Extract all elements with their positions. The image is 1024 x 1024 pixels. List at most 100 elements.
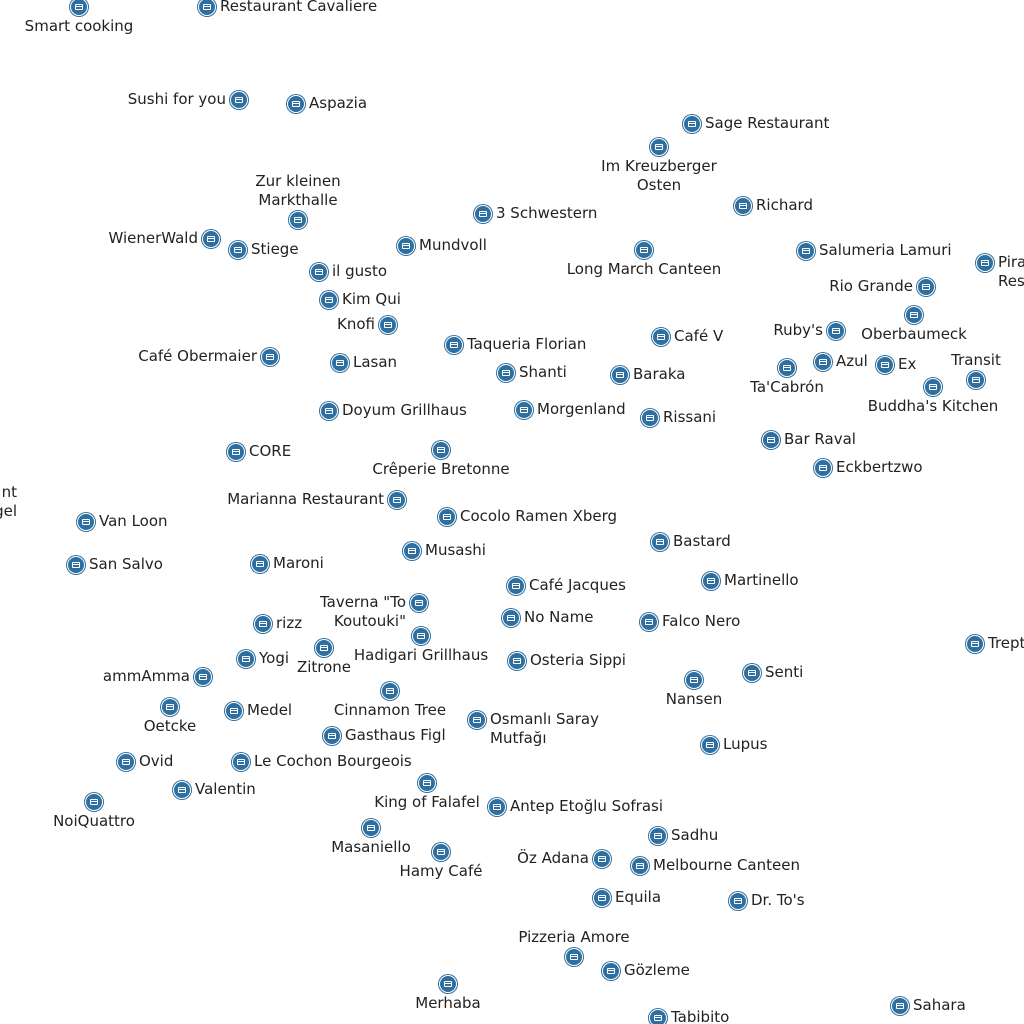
restaurant-icon[interactable]	[289, 211, 307, 229]
restaurant-icon[interactable]	[198, 0, 216, 16]
poi-label[interactable]: Mundvoll	[419, 236, 487, 254]
restaurant-icon[interactable]	[702, 572, 720, 590]
restaurant-icon[interactable]	[362, 819, 380, 837]
poi-label[interactable]: Buddha's Kitchen	[867, 397, 999, 415]
poi-label[interactable]: Osmanlı Saray Mutfağı	[490, 710, 599, 747]
restaurant-icon[interactable]	[631, 857, 649, 875]
restaurant-icon[interactable]	[905, 306, 923, 324]
poi-label[interactable]: Kim Qui	[342, 290, 401, 308]
restaurant-icon[interactable]	[507, 577, 525, 595]
restaurant-icon[interactable]	[261, 348, 279, 366]
restaurant-icon[interactable]	[229, 241, 247, 259]
poi-label[interactable]: Ovid	[139, 752, 174, 770]
restaurant-icon[interactable]	[445, 336, 463, 354]
restaurant-icon[interactable]	[734, 197, 752, 215]
restaurant-icon[interactable]	[161, 698, 179, 716]
poi-label[interactable]: Aspazia	[309, 94, 368, 112]
poi-label[interactable]: Sage Restaurant	[705, 114, 830, 132]
poi-label[interactable]: King of Falafel	[374, 793, 480, 811]
poi-label[interactable]: Hamy Café	[399, 862, 483, 880]
poi-label[interactable]: Martinello	[724, 571, 799, 589]
restaurant-icon[interactable]	[640, 613, 658, 631]
restaurant-icon[interactable]	[685, 671, 703, 689]
restaurant-icon[interactable]	[508, 652, 526, 670]
restaurant-icon[interactable]	[70, 0, 88, 16]
restaurant-icon[interactable]	[515, 401, 533, 419]
poi-label[interactable]: Ta'Cabrón	[750, 378, 824, 396]
poi-label[interactable]: Doyum Grillhaus	[342, 401, 467, 419]
poi-label[interactable]: Cinnamon Tree	[333, 701, 447, 719]
restaurant-icon[interactable]	[237, 650, 255, 668]
restaurant-icon[interactable]	[611, 366, 629, 384]
restaurant-icon[interactable]	[593, 850, 611, 868]
poi-label[interactable]: Restaurant Cavaliere	[220, 0, 378, 15]
poi-label[interactable]: Ruby's	[773, 321, 823, 339]
restaurant-icon[interactable]	[254, 615, 272, 633]
restaurant-icon[interactable]	[381, 682, 399, 700]
poi-label[interactable]: Pira Res	[998, 253, 1024, 290]
poi-label[interactable]: Pizzeria Amore	[518, 928, 630, 946]
poi-label[interactable]: il gusto	[332, 262, 388, 280]
poi-label[interactable]: Richard	[756, 196, 813, 214]
poi-label[interactable]: Falco Nero	[662, 612, 741, 630]
restaurant-icon[interactable]	[497, 364, 515, 382]
poi-label[interactable]: Café Obermaier	[138, 347, 257, 365]
poi-label[interactable]: Zitrone	[296, 658, 352, 676]
restaurant-icon[interactable]	[202, 230, 220, 248]
poi-label[interactable]: Zur kleinen Markthalle	[255, 172, 341, 209]
restaurant-icon[interactable]	[701, 736, 719, 754]
poi-label[interactable]: Equila	[615, 888, 662, 906]
poi-label[interactable]: Rio Grande	[829, 277, 913, 295]
poi-label[interactable]: Sadhu	[671, 826, 719, 844]
poi-label[interactable]: Ex	[898, 355, 917, 373]
restaurant-icon[interactable]	[602, 962, 620, 980]
poi-label[interactable]: Medel	[247, 701, 293, 719]
poi-label[interactable]: Morgenland	[537, 400, 626, 418]
poi-label[interactable]: Smart cooking	[24, 17, 134, 35]
restaurant-icon[interactable]	[762, 431, 780, 449]
restaurant-icon[interactable]	[432, 441, 450, 459]
poi-label[interactable]: Maroni	[273, 554, 324, 572]
restaurant-icon[interactable]	[323, 727, 341, 745]
restaurant-icon[interactable]	[924, 378, 942, 396]
poi-label[interactable]: NoiQuattro	[53, 812, 135, 830]
restaurant-icon[interactable]	[797, 242, 815, 260]
restaurant-icon[interactable]	[474, 205, 492, 223]
poi-label[interactable]: Stiege	[251, 240, 299, 258]
restaurant-icon[interactable]	[649, 827, 667, 845]
poi-label[interactable]: No Name	[524, 608, 594, 626]
poi-label[interactable]: Café V	[674, 327, 724, 345]
restaurant-icon[interactable]	[814, 353, 832, 371]
restaurant-icon[interactable]	[651, 533, 669, 551]
restaurant-icon[interactable]	[232, 753, 250, 771]
poi-label[interactable]: Masaniello	[331, 838, 411, 856]
restaurant-icon[interactable]	[891, 997, 909, 1015]
restaurant-icon[interactable]	[966, 635, 984, 653]
poi-label[interactable]: Tabibito	[671, 1008, 730, 1024]
restaurant-icon[interactable]	[320, 291, 338, 309]
restaurant-icon[interactable]	[251, 555, 269, 573]
poi-label[interactable]: Azul	[836, 352, 868, 370]
restaurant-icon[interactable]	[315, 639, 333, 657]
poi-label[interactable]: Lasan	[353, 353, 398, 371]
restaurant-icon[interactable]	[403, 542, 421, 560]
restaurant-icon[interactable]	[641, 409, 659, 427]
restaurant-icon[interactable]	[917, 278, 935, 296]
poi-label[interactable]: Nansen	[665, 690, 723, 708]
restaurant-icon[interactable]	[729, 892, 747, 910]
poi-label[interactable]: Crêperie Bretonne	[372, 460, 510, 478]
poi-label[interactable]: Baraka	[633, 365, 686, 383]
poi-label[interactable]: Trept	[988, 634, 1024, 652]
poi-label[interactable]: Musashi	[425, 541, 486, 559]
poi-label[interactable]: Van Loon	[99, 512, 168, 530]
poi-label[interactable]: Senti	[765, 663, 804, 681]
poi-label[interactable]: ammAmma	[102, 667, 190, 685]
poi-label[interactable]: Gasthaus Figl	[345, 726, 446, 744]
poi-label[interactable]: Café Jacques	[529, 576, 626, 594]
restaurant-icon[interactable]	[814, 459, 832, 477]
restaurant-icon[interactable]	[488, 798, 506, 816]
restaurant-icon[interactable]	[778, 359, 796, 377]
restaurant-icon[interactable]	[593, 889, 611, 907]
poi-label[interactable]: Valentin	[195, 780, 256, 798]
poi-label[interactable]: Marianna Restaurant	[227, 490, 384, 508]
